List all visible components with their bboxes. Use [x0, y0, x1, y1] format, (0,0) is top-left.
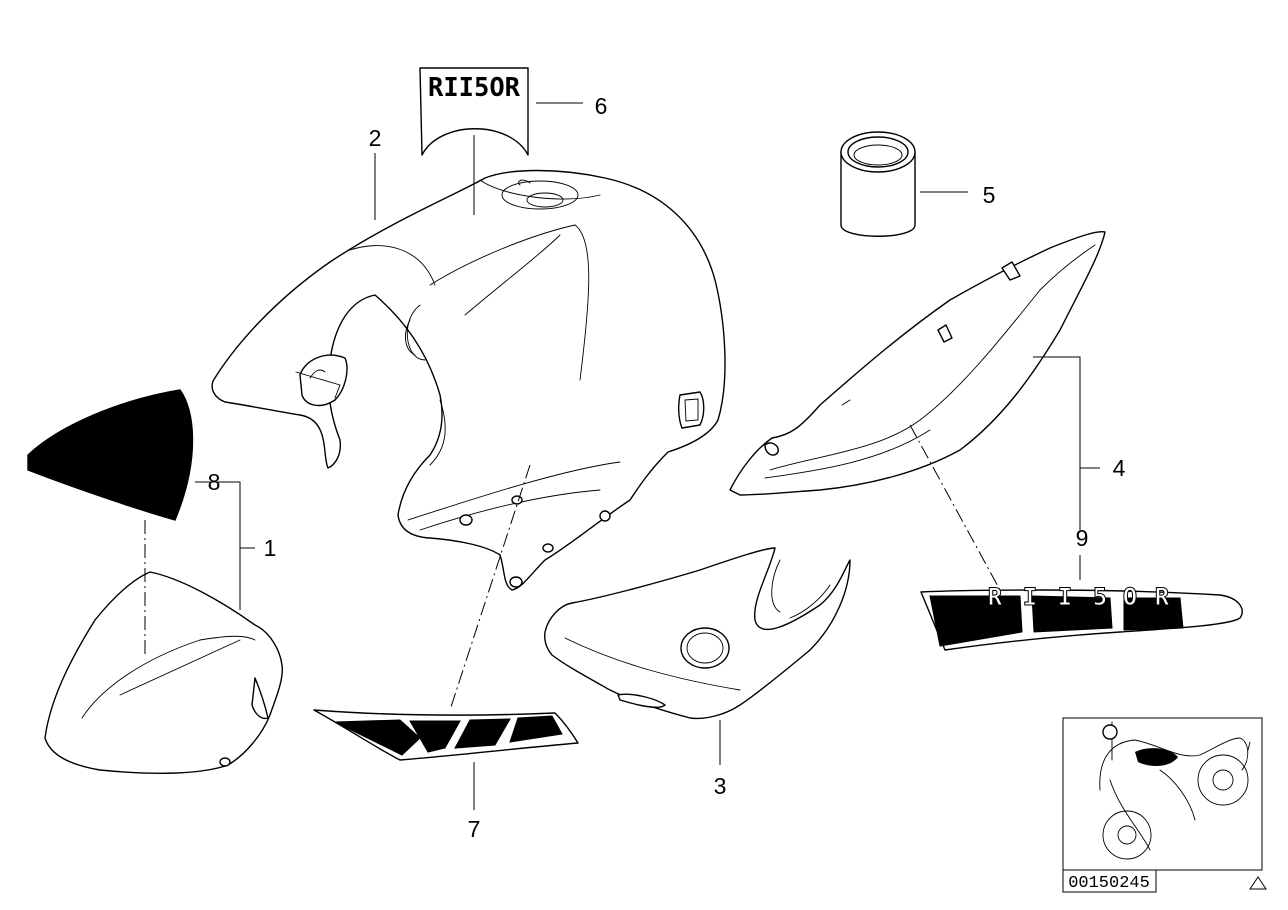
diagram-number: 00150245	[1068, 874, 1150, 893]
side-cover-part[interactable]	[729, 230, 1106, 496]
side-decal-letter-4: 5	[1093, 583, 1107, 611]
callout-1: 1	[264, 535, 277, 561]
lower-side-panel-part[interactable]	[544, 547, 851, 720]
windscreen-part[interactable]	[27, 389, 194, 521]
callout-7: 7	[468, 816, 481, 842]
roll-part[interactable]	[840, 131, 916, 237]
callout-8: 8	[208, 469, 221, 495]
triangle-icon	[1249, 876, 1267, 890]
callout-5: 5	[983, 182, 996, 208]
callout-6: 6	[595, 93, 608, 119]
fuel-tank-part[interactable]	[211, 169, 726, 591]
locator-thumbnail	[1062, 717, 1263, 871]
reference-box: 00150245	[1062, 869, 1157, 893]
callout-3: 3	[714, 773, 727, 799]
tank-decal-part[interactable]	[313, 709, 579, 761]
callout-9: 9	[1076, 525, 1089, 551]
tank-badge-part[interactable]: RII5OR	[419, 67, 529, 156]
side-decal-letter-3: I	[1058, 583, 1072, 611]
side-decal-letter-6: R	[1155, 583, 1170, 611]
leader-lines	[144, 102, 1100, 810]
side-decal-letter-1: R	[988, 583, 1003, 611]
callout-2: 2	[369, 125, 382, 151]
side-decal-part[interactable]: R I I 5 O R	[920, 583, 1243, 651]
side-decal-letter-5: O	[1123, 583, 1137, 611]
callouts: 1 2 3 4 5 6 7 8 9	[208, 93, 1126, 842]
callout-4: 4	[1113, 455, 1126, 481]
side-decal-letter-2: I	[1023, 583, 1037, 611]
tank-badge-text: RII5OR	[428, 73, 520, 103]
cockpit-fairing-part[interactable]	[44, 571, 283, 774]
